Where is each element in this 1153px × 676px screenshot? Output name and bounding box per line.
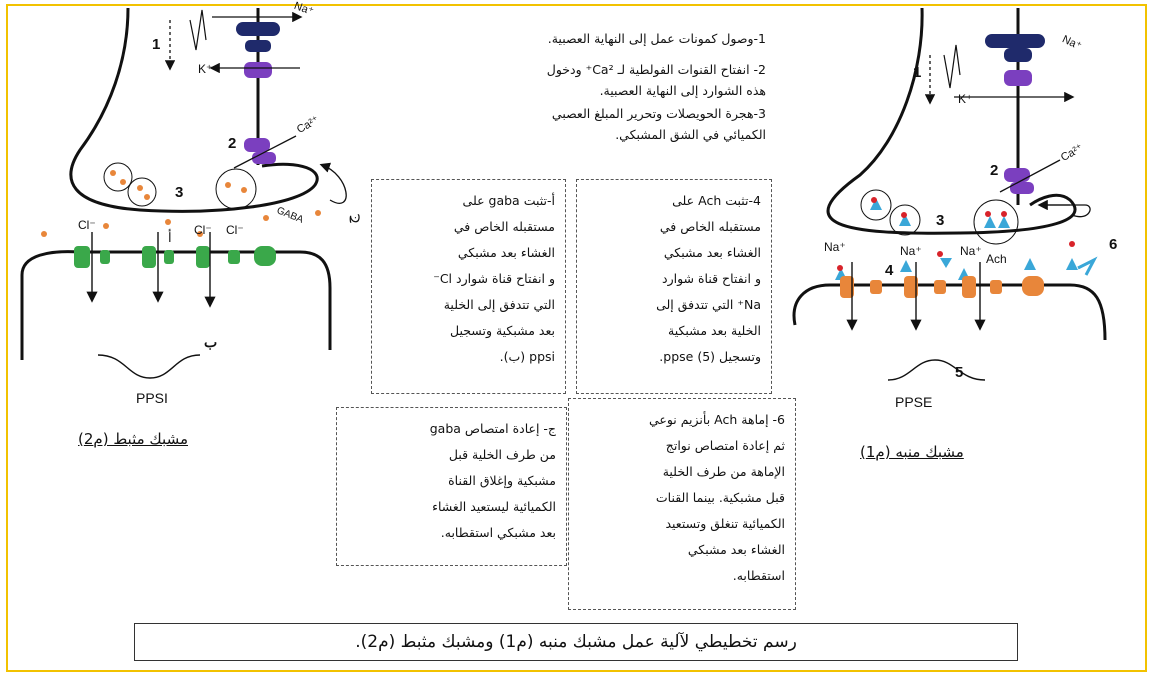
presynaptic-membrane-left (69, 7, 319, 213)
vesicle (973, 199, 1019, 245)
k-channel-right (1004, 70, 1032, 86)
na-channel-right (985, 34, 1045, 48)
k-label-right: K⁺ (958, 92, 973, 106)
na-label: Na⁺ (960, 244, 982, 258)
label-a: أ (168, 230, 172, 245)
figure-caption: رسم تخطيطي لآلية عمل مشبك منبه (م1) ومشب… (134, 623, 1018, 661)
box-ach-binding: 4-تثبت Ach على مستقبله الخاص في الغشاء ب… (576, 179, 772, 394)
postsynaptic-membrane-left (20, 250, 332, 350)
vesicle (889, 204, 921, 236)
step-1-text: 1-وصول كمونات عمل إلى النهاية العصبية. (547, 31, 766, 46)
step-2-right: 2 (990, 162, 999, 179)
cl-label: Cl⁻ (226, 223, 244, 237)
label-b: ب (204, 334, 218, 350)
gaba-receptor (196, 246, 210, 268)
step-1-right: 1 (913, 64, 922, 81)
step-1-left: 1 (152, 36, 161, 53)
box-gaba-reuptake: ج- إعادة امتصاص gaba من طرف الخلية قبل م… (336, 407, 567, 566)
ppsi-trace (97, 354, 201, 379)
k-channel-left (244, 62, 272, 78)
vesicle (860, 189, 892, 221)
step-5-right: 5 (955, 364, 964, 381)
vesicle (215, 168, 257, 210)
step-3-left: 3 (175, 184, 184, 201)
steps-text: 1-وصول كمونات عمل إلى النهاية العصبية. 2… (420, 28, 766, 145)
ach-label: Ach (986, 252, 1007, 266)
box-ach-hydrolysis: 6- إماهة Ach بأنزيم نوعي ثم إعادة امتصاص… (568, 398, 796, 610)
ppsi-label: PPSI (136, 390, 168, 406)
inhibitory-synapse (20, 7, 347, 379)
step-4-right: 4 (885, 262, 894, 279)
step-2-text-b: هذه الشوارد إلى النهاية العصبية. (599, 83, 766, 98)
na-label: Na⁺ (900, 244, 922, 258)
excitatory-title: مشبك منبه (م1) (860, 443, 964, 461)
ach-receptor (840, 276, 854, 298)
cl-label: Cl⁻ (78, 218, 96, 232)
step-6-right: 6 (1109, 236, 1118, 253)
gaba-receptor (142, 246, 156, 268)
na-channel-left (236, 22, 280, 36)
gaba-receptor (254, 246, 276, 266)
box-gaba-binding: أ-تثبت gaba على مستقبله الخاص في الغشاء … (371, 179, 566, 394)
step-3-text-b: الكميائي في الشق المشبكي. (615, 127, 766, 142)
na-label: Na⁺ (824, 240, 846, 254)
excitatory-synapse (792, 7, 1107, 381)
ca-channel-left (244, 138, 270, 152)
step-3-right: 3 (936, 212, 945, 229)
presynaptic-membrane-right (826, 7, 1077, 235)
vesicle (127, 177, 157, 207)
step-2-text-a: 2- انفتاح القنوات الفولطية لـ Ca²⁺ ودخول (546, 62, 766, 77)
k-label-left: K⁺ (198, 62, 213, 76)
ppse-label: PPSE (895, 394, 933, 410)
postsynaptic-membrane-right (792, 283, 1107, 341)
ach-receptor (904, 276, 918, 298)
ach-receptor (1022, 276, 1044, 296)
ppse-trace (887, 359, 986, 381)
cl-label: Cl⁻ (194, 223, 212, 237)
ca-channel-right (1004, 168, 1030, 182)
label-j: ج (342, 214, 360, 224)
step-3-text-a: 3-هجرة الحويصلات وتحرير المبلغ العصبي (551, 106, 766, 121)
gaba-receptor (74, 246, 90, 268)
step-2-left: 2 (228, 135, 237, 152)
inhibitory-title: مشبك مثبط (م2) (78, 430, 188, 448)
ach-receptor (962, 276, 976, 298)
vesicle (103, 162, 133, 192)
